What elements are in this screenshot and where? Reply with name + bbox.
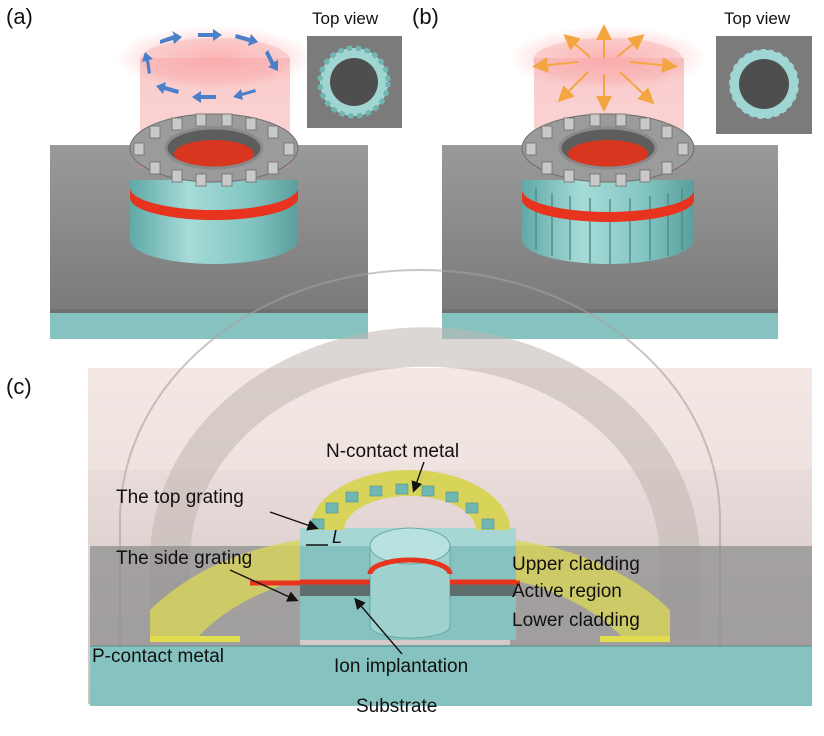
leader-top-grating — [269, 511, 319, 531]
panel-c-active-region — [300, 557, 516, 585]
panel-a-active-layer — [130, 188, 298, 220]
panel-c-p-contact-metal — [150, 540, 300, 640]
leader-n-contact — [411, 461, 425, 493]
panel-c: (c) — [6, 269, 812, 717]
label-active-region: Active region — [512, 581, 622, 602]
panel-c-top-grating — [311, 483, 495, 530]
panel-b-label: (b) — [412, 4, 439, 29]
label-n-contact-metal: N-contact metal — [326, 441, 459, 462]
label-upper-cladding: Upper cladding — [512, 554, 640, 575]
panel-a-cylinder — [130, 180, 298, 264]
panel-c-ion-implantation — [369, 545, 451, 639]
panel-c-label: (c) — [6, 374, 32, 399]
panel-a-top-view-inset: Top view — [307, 9, 402, 128]
leader-ion-implantation — [354, 597, 403, 655]
panel-a-inset-title: Top view — [312, 9, 379, 28]
panel-b: (b) — [412, 4, 812, 339]
label-substrate: Substrate — [356, 696, 437, 717]
panel-b-inset-title: Top view — [724, 9, 791, 28]
panel-a-substrate — [50, 312, 368, 339]
label-side-grating: The side grating — [116, 548, 252, 569]
label-lower-cladding: Lower cladding — [512, 610, 640, 631]
panel-a-label: (a) — [6, 4, 33, 29]
panel-c-substrate — [90, 646, 812, 706]
label-p-contact-metal: P-contact metal — [92, 646, 224, 667]
panel-c-n-contact-metal — [310, 470, 510, 530]
label-ion-implantation: Ion implantation — [334, 656, 468, 677]
panel-a-azimuthal-arrows — [142, 29, 278, 103]
panel-b-active-layer — [522, 190, 694, 222]
panel-b-radial-arrows — [532, 24, 678, 112]
panel-c-grating-width-label: L — [332, 527, 342, 547]
panel-b-cylinder — [522, 180, 694, 264]
panel-b-top-view-inset: Top view — [716, 9, 812, 134]
leader-side-grating — [229, 569, 299, 602]
label-top-grating: The top grating — [116, 487, 244, 508]
panel-a: (a) — [6, 4, 402, 339]
